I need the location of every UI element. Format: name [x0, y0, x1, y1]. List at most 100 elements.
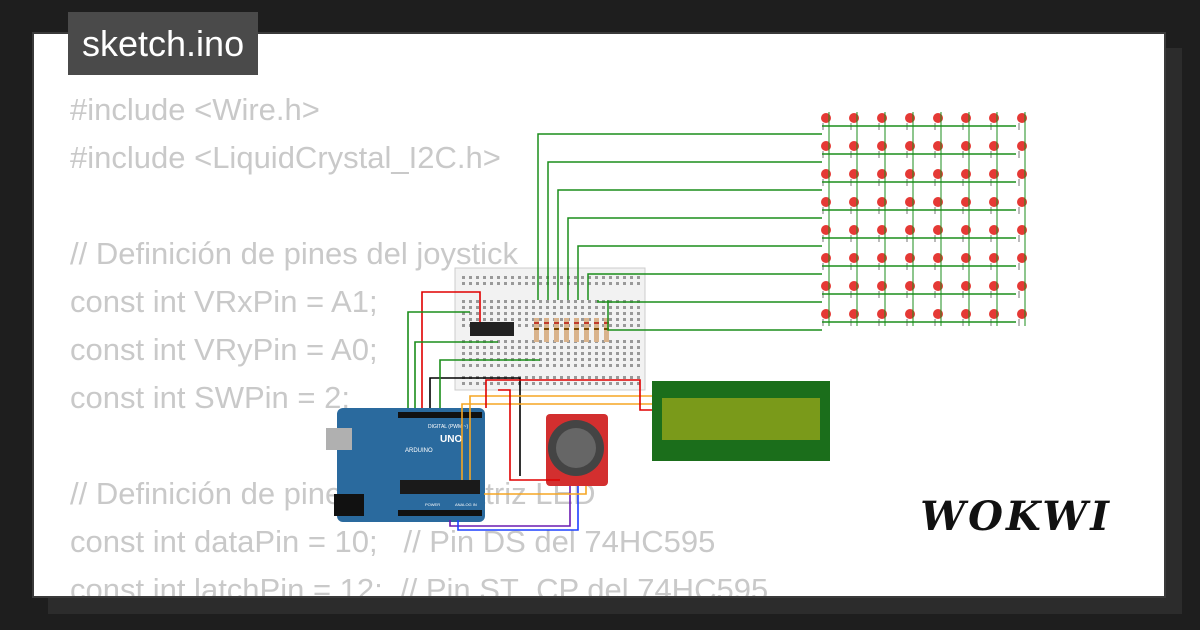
breadboard-hole [553, 346, 556, 349]
breadboard-hole [483, 276, 486, 279]
breadboard-hole [546, 346, 549, 349]
breadboard-hole [476, 382, 479, 385]
breadboard-hole [567, 312, 570, 315]
resistor-band [584, 328, 589, 330]
breadboard-hole [483, 346, 486, 349]
breadboard-hole [609, 306, 612, 309]
breadboard-hole [630, 376, 633, 379]
breadboard-hole [504, 352, 507, 355]
breadboard-hole [567, 306, 570, 309]
breadboard-hole [616, 358, 619, 361]
breadboard-hole [630, 346, 633, 349]
breadboard-hole [462, 352, 465, 355]
analog-header [398, 510, 482, 516]
breadboard-hole [560, 312, 563, 315]
breadboard-hole [602, 382, 605, 385]
breadboard-hole [630, 282, 633, 285]
breadboard-hole [511, 300, 514, 303]
breadboard-hole [483, 312, 486, 315]
preview-card: #include <Wire.h>#include <LiquidCrystal… [32, 32, 1166, 598]
breadboard-hole [490, 382, 493, 385]
breadboard-hole [609, 352, 612, 355]
breadboard-hole [609, 276, 612, 279]
breadboard-hole [546, 382, 549, 385]
breadboard-hole [553, 276, 556, 279]
breadboard-hole [623, 376, 626, 379]
shift-register-chip [470, 322, 514, 336]
breadboard-hole [588, 358, 591, 361]
lcd-scl-wire [469, 395, 652, 480]
breadboard-hole [637, 282, 640, 285]
arduino-data-wire [407, 311, 470, 408]
breadboard-hole [560, 282, 563, 285]
breadboard-hole [553, 382, 556, 385]
breadboard-hole [504, 382, 507, 385]
data-wire [567, 217, 822, 300]
breadboard-hole [490, 306, 493, 309]
data-wire [557, 189, 822, 300]
breadboard-hole [525, 376, 528, 379]
breadboard-hole [546, 300, 549, 303]
breadboard-hole [483, 352, 486, 355]
breadboard-hole [588, 324, 591, 327]
breadboard-hole [630, 352, 633, 355]
breadboard-hole [630, 318, 633, 321]
code-line: const int latchPin = 12; // Pin ST_CP de… [70, 572, 769, 598]
breadboard-hole [574, 382, 577, 385]
breadboard-hole [546, 352, 549, 355]
breadboard-hole [462, 282, 465, 285]
breadboard-hole [595, 312, 598, 315]
resistor-band [554, 328, 559, 330]
breadboard-hole [476, 352, 479, 355]
breadboard-hole [581, 276, 584, 279]
breadboard-hole [539, 376, 542, 379]
breadboard-hole [518, 282, 521, 285]
breadboard-hole [616, 276, 619, 279]
breadboard-hole [588, 352, 591, 355]
breadboard-hole [553, 352, 556, 355]
breadboard-hole [504, 312, 507, 315]
breadboard-hole [518, 346, 521, 349]
breadboard-hole [588, 318, 591, 321]
breadboard-hole [497, 364, 500, 367]
breadboard-hole [525, 352, 528, 355]
breadboard-hole [609, 340, 612, 343]
breadboard-hole [581, 318, 584, 321]
resistor-band [574, 322, 579, 324]
resistor-band [574, 328, 579, 330]
breadboard-hole [560, 346, 563, 349]
breadboard-hole [588, 312, 591, 315]
breadboard-hole [511, 318, 514, 321]
breadboard-hole [574, 276, 577, 279]
breadboard-hole [469, 282, 472, 285]
breadboard-hole [546, 306, 549, 309]
breadboard-hole [602, 324, 605, 327]
breadboard-hole [588, 306, 591, 309]
breadboard-hole [483, 364, 486, 367]
breadboard-hole [490, 282, 493, 285]
breadboard-hole [581, 306, 584, 309]
breadboard-hole [609, 364, 612, 367]
breadboard-hole [462, 324, 465, 327]
resistor-band [554, 322, 559, 324]
file-name-tag: sketch.ino [68, 12, 259, 75]
breadboard-hole [518, 318, 521, 321]
board-label-arduino: ARDUINO [405, 448, 433, 454]
breadboard-hole [609, 282, 612, 285]
power-jack [334, 494, 364, 516]
breadboard-hole [588, 376, 591, 379]
resistor-band [534, 322, 539, 324]
breadboard-hole [602, 312, 605, 315]
breadboard-hole [462, 300, 465, 303]
breadboard-hole [616, 376, 619, 379]
breadboard-hole [602, 346, 605, 349]
breadboard-hole [469, 352, 472, 355]
joystick-knob [556, 428, 596, 468]
breadboard-hole [504, 318, 507, 321]
code-line: const int VRxPin = A1; [70, 284, 378, 319]
breadboard-hole [546, 312, 549, 315]
breadboard-hole [483, 306, 486, 309]
breadboard-hole [588, 346, 591, 349]
breadboard-hole [532, 376, 535, 379]
